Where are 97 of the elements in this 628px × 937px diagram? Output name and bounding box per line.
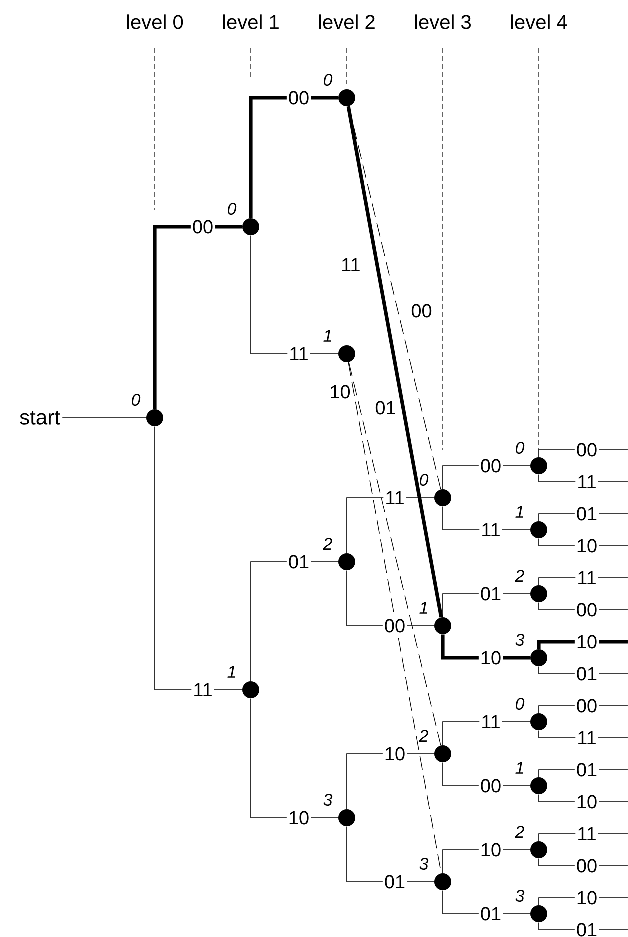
edge-label: 11 — [288, 346, 310, 362]
edge-label: 01 — [574, 922, 600, 937]
branch-line — [154, 426, 243, 690]
state-number: 1 — [516, 762, 524, 774]
node-dot — [338, 810, 356, 826]
node-dot — [338, 90, 356, 106]
edge-label: 10 — [478, 842, 504, 858]
level-label: level 2 — [319, 14, 375, 30]
branch-line — [153, 225, 242, 410]
edge-label: 11 — [576, 474, 598, 490]
edge-label: 00 — [478, 778, 504, 794]
node-dot — [434, 618, 452, 634]
edge-label: 01 — [574, 666, 600, 682]
node-dot — [338, 554, 356, 570]
edge-label: 00 — [382, 618, 408, 634]
state-number: 1 — [228, 666, 236, 678]
branch-line — [538, 834, 628, 842]
level-label: level 3 — [415, 14, 471, 30]
state-number: 2 — [515, 826, 524, 838]
branch-line — [538, 474, 628, 482]
node-dot — [530, 778, 548, 794]
state-number: 0 — [420, 474, 429, 486]
edge-label: 10 — [331, 385, 350, 399]
node-dot — [530, 458, 548, 474]
edge-label: 11 — [576, 570, 598, 586]
node-dot — [434, 490, 452, 506]
edge-label: 01 — [574, 762, 600, 778]
edge-label: 00 — [574, 602, 600, 618]
node-dot — [434, 746, 452, 762]
node-dot — [530, 906, 548, 922]
state-number: 1 — [324, 330, 332, 342]
edge-label: 10 — [478, 650, 504, 666]
branch-line — [250, 235, 339, 354]
branch-line — [249, 96, 338, 218]
node-dot — [530, 586, 548, 602]
level-label: level 0 — [127, 14, 184, 30]
start-label: start — [20, 411, 60, 425]
edge-label: 11 — [576, 730, 598, 746]
state-number: 2 — [419, 730, 428, 742]
edge-label: 00 — [574, 858, 600, 874]
state-number: 3 — [516, 634, 525, 646]
node-dot — [434, 874, 452, 890]
edge-label: 10 — [574, 538, 600, 554]
edge-label: 10 — [574, 634, 600, 650]
node-dot — [530, 714, 548, 730]
state-number: 1 — [420, 602, 428, 614]
state-number: 2 — [323, 538, 332, 550]
level-label: level 4 — [511, 14, 568, 30]
edge-label: 11 — [384, 490, 406, 506]
state-number: 0 — [228, 203, 237, 216]
edge-label: 00 — [286, 90, 312, 106]
branch-line — [538, 578, 628, 586]
edge-label: 01 — [376, 401, 396, 415]
node-dot — [530, 650, 548, 666]
node-dot — [530, 522, 548, 538]
branch-line — [346, 498, 435, 554]
edge-label: 00 — [478, 458, 504, 474]
state-number: 0 — [324, 74, 333, 86]
state-number: 3 — [324, 794, 333, 806]
edge-label: 11 — [192, 682, 214, 698]
branch-line — [250, 562, 339, 682]
node-dot — [530, 842, 548, 858]
edge-label: 00 — [412, 304, 432, 318]
edge-label: 11 — [480, 522, 502, 538]
edge-label: 01 — [286, 554, 312, 570]
node-dot — [146, 410, 164, 426]
edge-label: 00 — [574, 442, 600, 458]
node-dot — [242, 218, 260, 236]
edge-label: 00 — [190, 218, 216, 236]
branch-line — [538, 730, 628, 738]
branch-line — [250, 698, 339, 818]
edge-label: 01 — [478, 586, 504, 602]
edge-label: 01 — [382, 874, 408, 890]
edge-label: 11 — [342, 258, 360, 272]
edge-label: 10 — [382, 746, 408, 762]
node-dot — [338, 346, 356, 362]
edge-label: 10 — [574, 890, 600, 906]
branch-line — [442, 722, 531, 746]
state-number: 3 — [516, 890, 525, 902]
edge-label: 01 — [478, 906, 504, 922]
branch-line — [442, 506, 531, 530]
node-dot — [242, 682, 260, 698]
state-number: 2 — [515, 570, 524, 582]
state-number: 3 — [420, 858, 429, 870]
edge-label: 00 — [574, 698, 600, 714]
edge-label: 11 — [576, 826, 598, 842]
state-number: 0 — [516, 442, 525, 454]
level-label: level 1 — [223, 14, 279, 30]
state-number: 1 — [516, 506, 524, 518]
trellis-line — [348, 362, 442, 746]
edge-label: 01 — [574, 506, 600, 522]
edge-label: 11 — [480, 714, 502, 730]
edge-label: 10 — [286, 810, 312, 826]
trellis-line — [346, 106, 444, 618]
state-number: 0 — [516, 698, 525, 710]
edge-label: 10 — [574, 794, 600, 810]
state-number: 0 — [132, 394, 141, 406]
